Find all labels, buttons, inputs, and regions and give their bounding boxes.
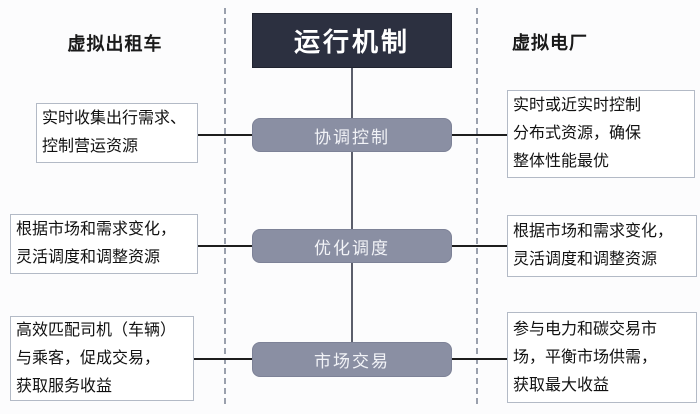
left-note-row3: 高效匹配司机（车辆） 与乘客，促成交易， 获取服务收益 <box>10 316 194 401</box>
connector-left-row2 <box>197 245 252 247</box>
left-column-header: 虚拟出租车 <box>67 34 163 54</box>
connector-left-row3 <box>193 358 252 360</box>
right-note-row2: 根据市场和需求变化， 灵活调度和调整资源 <box>507 215 697 277</box>
connector-right-row3 <box>452 358 507 360</box>
center-title-box: 运行机制 <box>252 13 452 68</box>
connector-vertical-row1-to-row2 <box>351 152 353 229</box>
connector-right-row1 <box>452 134 507 136</box>
left-note-row1: 实时收集出行需求、 控制营运资源 <box>36 103 198 163</box>
connector-right-row2 <box>452 245 507 247</box>
right-note-row3: 参与电力和碳交易市 场，平衡市场供需， 获取最大收益 <box>507 312 697 403</box>
connector-vertical-title-to-row1 <box>351 68 353 118</box>
left-note-row2: 根据市场和需求变化， 灵活调度和调整资源 <box>10 214 198 274</box>
right-column-header: 虚拟电厂 <box>512 33 588 53</box>
mechanism-box-row3: 市场交易 <box>252 342 452 377</box>
right-note-row1: 实时或近实时控制 分布式资源，确保 整体性能最优 <box>507 90 695 178</box>
mechanism-box-row2: 优化调度 <box>252 229 452 263</box>
connector-left-row1 <box>197 134 252 136</box>
column-divider-left <box>224 8 226 404</box>
connector-vertical-row2-to-row3 <box>351 263 353 342</box>
column-divider-right <box>476 8 478 404</box>
mechanism-box-row1: 协调控制 <box>252 118 452 152</box>
